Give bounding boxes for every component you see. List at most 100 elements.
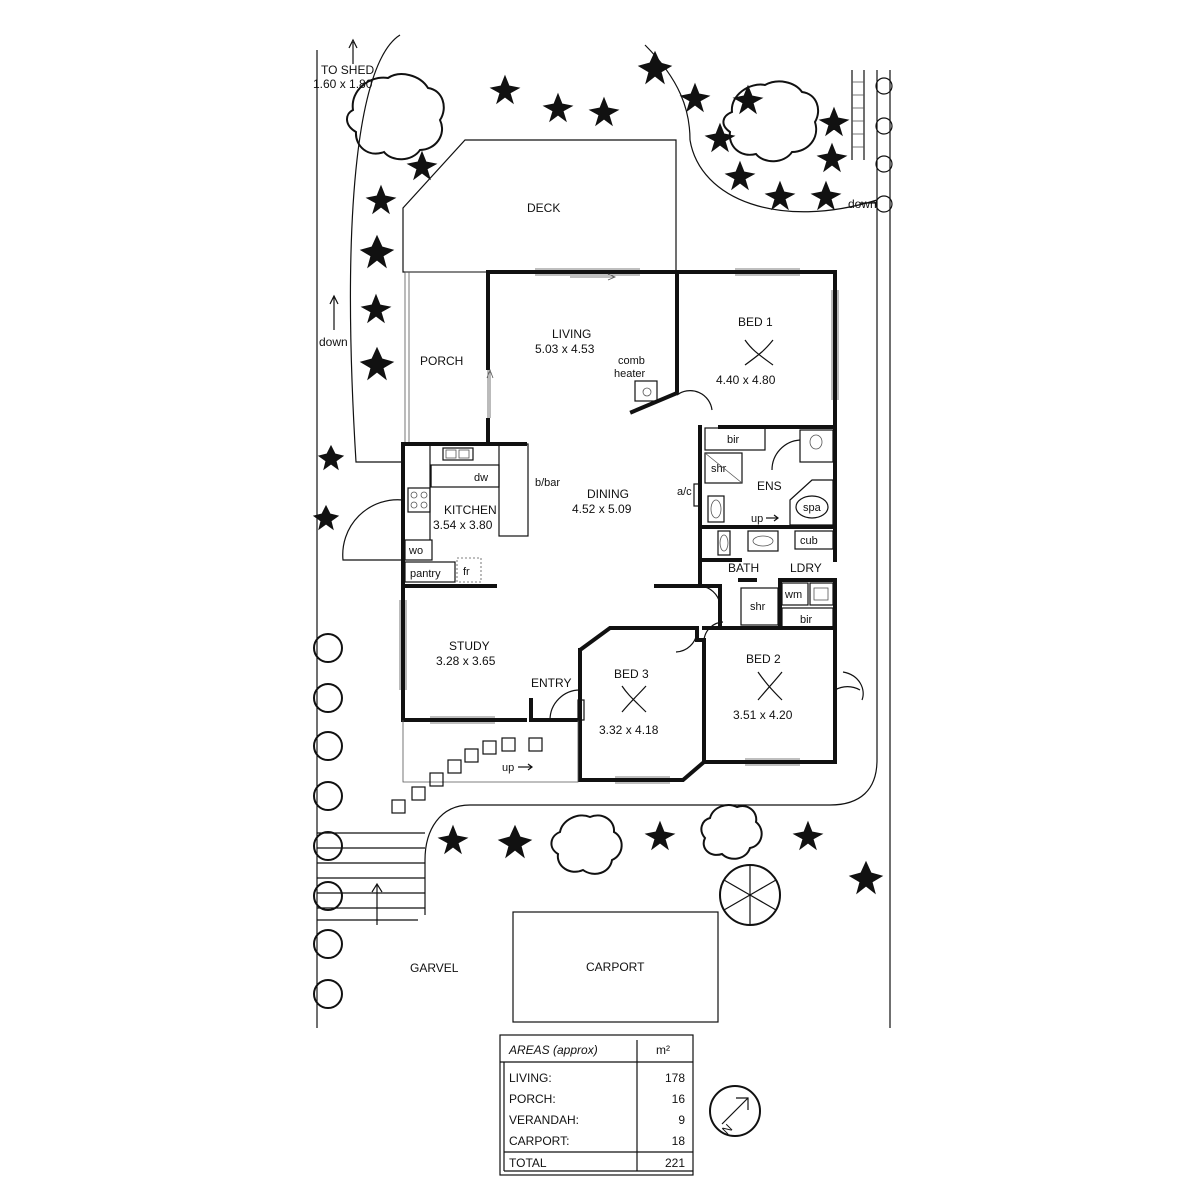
deck: DECK	[402, 139, 677, 273]
tree	[700, 804, 763, 860]
shed-size: 1.60 x 1.80	[313, 77, 373, 91]
bir2-label: bir	[800, 614, 813, 626]
areas-row-label: LIVING:	[509, 1071, 552, 1085]
hedge-right	[875, 77, 893, 213]
shrub	[724, 160, 756, 191]
bed2-name: BED 2	[746, 652, 781, 666]
areas-table: AREAS (approx) m² LIVING: 178 PORCH: 16 …	[499, 1034, 694, 1176]
carport: CARPORT	[512, 911, 719, 1023]
tree-radial	[719, 864, 781, 926]
door-swings	[342, 390, 861, 721]
carport-label: CARPORT	[586, 960, 645, 974]
bath-fixtures: cub BATH LDRY shr wm bir	[717, 530, 834, 629]
shrub	[542, 92, 574, 123]
shrub	[497, 824, 533, 859]
verandah: up	[391, 699, 585, 814]
areas-unit: m²	[656, 1043, 670, 1057]
house-walls	[401, 270, 837, 782]
dining-name: DINING	[587, 487, 629, 501]
down-left-label: down	[319, 335, 348, 349]
shed-label-group: TO SHED 1.60 x 1.80	[313, 38, 374, 91]
areas-total-value: 221	[665, 1156, 685, 1170]
down-left-group: down	[319, 294, 348, 349]
shrub	[704, 122, 736, 153]
bed1-size: 4.40 x 4.80	[716, 373, 776, 387]
study-name: STUDY	[449, 639, 490, 653]
bed2-size: 3.51 x 4.20	[733, 708, 793, 722]
shrub	[588, 96, 620, 127]
site-boundary	[316, 34, 891, 1028]
landscape	[312, 50, 893, 1009]
shrub	[818, 106, 850, 137]
tree	[346, 73, 445, 161]
garden-steps	[317, 832, 425, 925]
areas-row-label: CARPORT:	[509, 1134, 569, 1148]
shrub	[359, 234, 395, 269]
porch: PORCH	[404, 271, 489, 445]
areas-row-value: 18	[672, 1134, 686, 1148]
shrub	[359, 346, 395, 381]
down-right-label: down	[848, 197, 877, 211]
cub-label: cub	[800, 535, 818, 547]
dw-label: dw	[474, 472, 488, 484]
ceiling-fans	[621, 339, 783, 713]
ens-label: ENS	[757, 479, 782, 493]
shrub	[489, 74, 521, 105]
areas-total-label: TOTAL	[509, 1156, 547, 1170]
areas-row-label: VERANDAH:	[509, 1113, 579, 1127]
shrub	[317, 444, 345, 471]
shrub	[406, 150, 438, 181]
spa-label: spa	[803, 502, 822, 514]
wo-label: wo	[408, 545, 423, 557]
shrub	[764, 180, 796, 211]
shrubs	[312, 50, 884, 895]
areas-row-value: 178	[665, 1071, 685, 1085]
ldry-label: LDRY	[790, 561, 822, 575]
bbar-label: b/bar	[535, 477, 560, 489]
shrub	[810, 180, 842, 211]
living-size: 5.03 x 4.53	[535, 342, 595, 356]
shrub	[816, 142, 848, 173]
shrub	[637, 50, 673, 85]
ac-label: a/c	[677, 486, 692, 498]
fr-label: fr	[463, 566, 470, 578]
tree	[722, 80, 820, 163]
up-ens-label: up	[751, 513, 763, 525]
dining-size: 4.52 x 5.09	[572, 502, 632, 516]
down-right-group: down	[848, 197, 877, 211]
shrub	[848, 860, 884, 895]
comb-label: comb	[618, 355, 645, 367]
kitchen-size: 3.54 x 3.80	[433, 518, 493, 532]
shrub	[360, 293, 392, 324]
room-labels: LIVING 5.03 x 4.53 DINING 4.52 x 5.09 KI…	[433, 315, 793, 737]
shrub	[792, 820, 824, 851]
shrub	[644, 820, 676, 851]
study-size: 3.28 x 3.65	[436, 654, 496, 668]
kitchen-fixtures: dw b/bar wo pantry fr	[404, 443, 560, 583]
shed-label: TO SHED	[321, 63, 374, 77]
areas-row-value: 16	[672, 1092, 686, 1106]
bed1-name: BED 1	[738, 315, 773, 329]
shrub	[732, 84, 764, 115]
bed3-size: 3.32 x 4.18	[599, 723, 659, 737]
shrub	[437, 824, 469, 855]
north-compass: N	[709, 1085, 761, 1137]
shrub	[365, 184, 397, 215]
up-entry-label: up	[502, 762, 514, 774]
bath-label: BATH	[728, 561, 759, 575]
entry-label: ENTRY	[531, 676, 571, 690]
ensuite-fixtures: bir shr ENS spa up	[704, 427, 834, 526]
bir1-label: bir	[727, 434, 740, 446]
shrub	[679, 82, 711, 113]
shr1-label: shr	[711, 463, 727, 475]
shrub	[312, 504, 340, 531]
porch-label: PORCH	[420, 354, 463, 368]
kitchen-name: KITCHEN	[444, 503, 497, 517]
areas-row-label: PORCH:	[509, 1092, 556, 1106]
areas-row-value: 9	[678, 1113, 685, 1127]
garvel-label: GARVEL	[410, 961, 459, 975]
deck-label: DECK	[527, 201, 560, 215]
shr2-label: shr	[750, 601, 766, 613]
heater-label: heater	[614, 368, 646, 380]
